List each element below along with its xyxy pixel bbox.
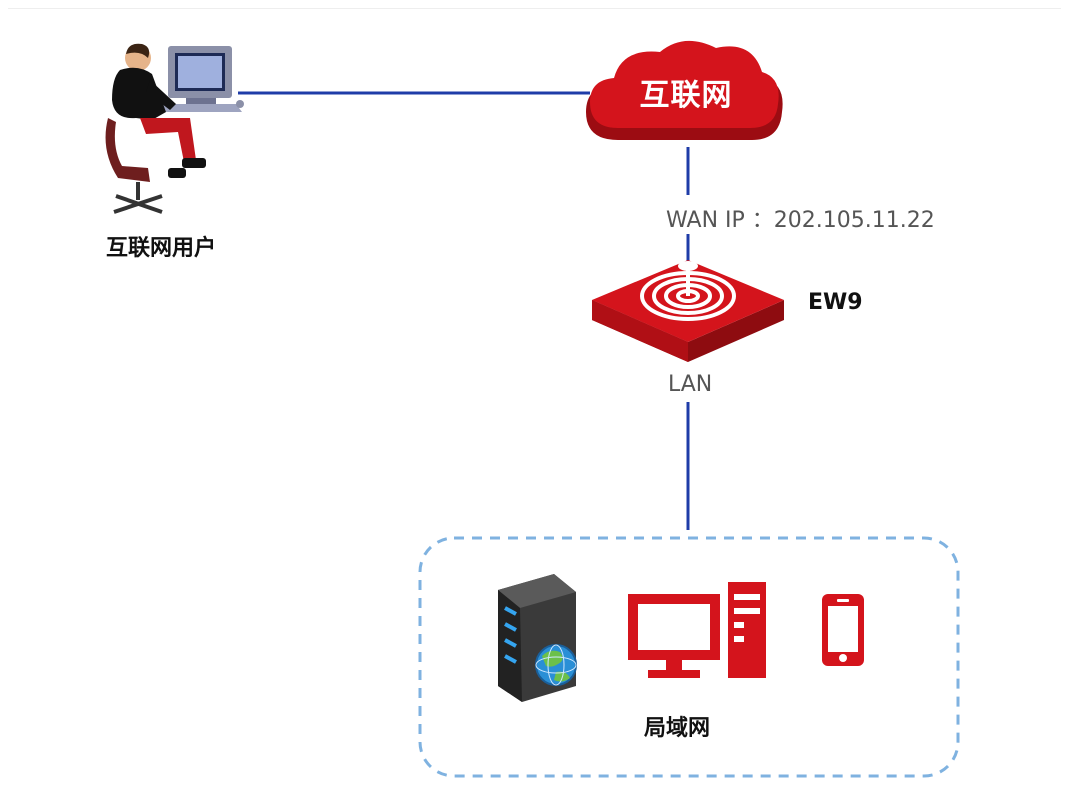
desktop-computer-icon — [628, 582, 766, 678]
diagram-frame — [8, 8, 1061, 795]
lan-label: LAN — [668, 372, 713, 397]
lan-area-label: 局域网 — [644, 716, 711, 741]
server-icon — [498, 574, 577, 702]
internet-user-label: 互联网用户 — [106, 236, 217, 261]
router-label: EW9 — [808, 290, 863, 315]
user-at-computer-icon — [105, 43, 244, 214]
router-icon — [592, 260, 784, 362]
lan-area — [418, 536, 960, 778]
cloud-icon — [586, 40, 783, 141]
internet-label: 互联网 — [639, 78, 733, 113]
smartphone-icon — [822, 594, 864, 666]
wan-ip-label: WAN IP ：202.105.11.22 — [666, 208, 935, 233]
